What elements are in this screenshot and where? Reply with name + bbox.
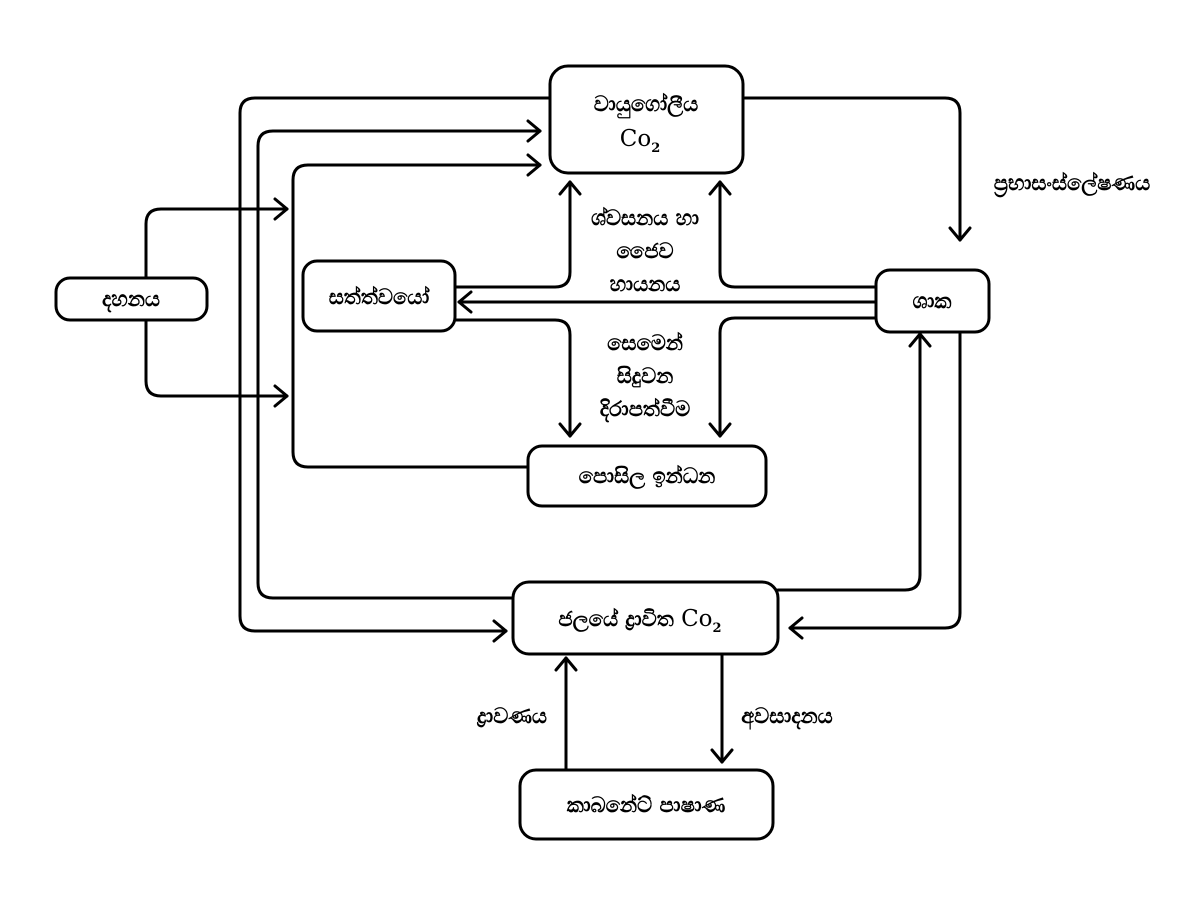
label-dissolution: ද්‍රාවණය [476,704,547,728]
node-carbonate-rocks: කාබනේට් පාෂාණ [518,768,775,841]
label-decomposition-1: සෙමෙන් [607,331,683,355]
edge-plants-to-dissolved [788,332,962,630]
edge-plants-to-atmosphere [718,180,878,289]
node-dissolved-sub: 2 [713,621,722,636]
edge-dissolved-to-atmosphere [256,129,542,600]
node-atmosphere: වායුගෝලීය Co2 [548,64,745,175]
node-plants-label: ශාක [913,289,952,313]
edges [144,96,972,772]
svg-text:Co2: Co2 [620,126,661,156]
label-sedimentation: අවසාදනය [741,704,833,730]
node-animals: සත්ත්වයෝ [301,259,457,333]
node-atmosphere-label: වායුගෝලීය [594,92,698,119]
edge-combustion-lower [144,318,289,398]
node-plants: ශාක [874,268,991,334]
edge-plants-to-fossil [718,316,878,438]
svg-text:ජලයේ ද්‍රාවිත Co2: ජලයේ ද්‍රාවිත Co2 [558,606,721,636]
edge-combustion-upper [144,207,289,280]
node-combustion-label: දහනය [102,287,160,313]
label-respiration-3: හායනය [610,272,681,296]
node-dissolved-co: Co [681,606,712,632]
label-decomposition-3: දිරාපත්වීම [599,397,690,423]
edge-fossil-to-atmosphere [291,163,542,469]
edge-animals-to-fossil [453,318,572,438]
node-atmosphere-co: Co [620,126,651,152]
node-dissolved-label: ජලයේ ද්‍රාවිත [558,607,681,633]
node-fossil-fuels-label: පොසිල ඉන්ධන [579,464,716,490]
edge-atmosphere-to-plants [743,96,962,242]
label-decomposition-2: සිදුවන [617,364,674,388]
edge-dissolved-to-plants [776,332,922,592]
edge-animals-to-atmosphere [453,180,572,289]
label-photosynthesis: ප්‍රභාසංස්ලේෂණය [994,171,1150,198]
node-atmosphere-sub: 2 [651,141,660,156]
node-combustion: දහනය [54,276,209,322]
label-respiration-1: ශ්වසනය හා [591,206,699,230]
node-dissolved-co2: ජලයේ ද්‍රාවිත Co2 [511,580,780,656]
node-carbonate-rocks-label: කාබනේට් පාෂාණ [567,793,726,817]
edge-outer-loop [238,96,554,633]
node-animals-label: සත්ත්වයෝ [329,285,431,309]
label-respiration-2: ජෛව [616,239,673,263]
node-fossil-fuels: පොසිල ඉන්ධන [526,444,768,508]
